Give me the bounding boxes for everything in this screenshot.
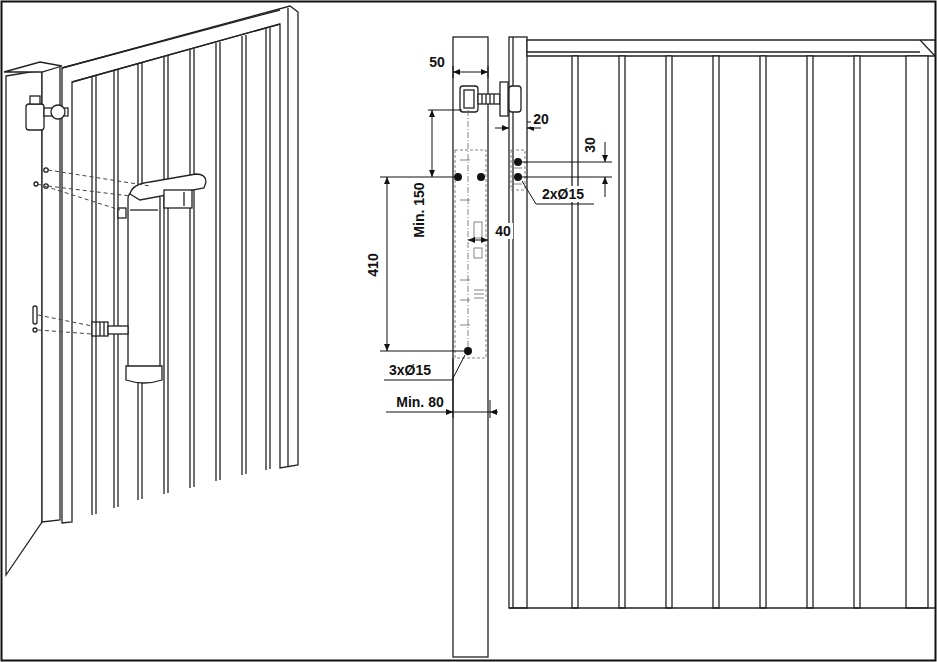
dimension-label: 50 (427, 54, 447, 70)
dimension-label: 30 (582, 135, 598, 155)
dimension-label: Min. 150 (411, 180, 427, 239)
dimension-label: 20 (531, 111, 551, 127)
dimension-label: 2xØ15 (540, 186, 586, 202)
dimension-label: 40 (493, 223, 513, 239)
dimension-label: 410 (365, 251, 381, 278)
dimension-label: 3xØ15 (387, 362, 433, 378)
dimension-label: Min. 80 (394, 394, 445, 410)
